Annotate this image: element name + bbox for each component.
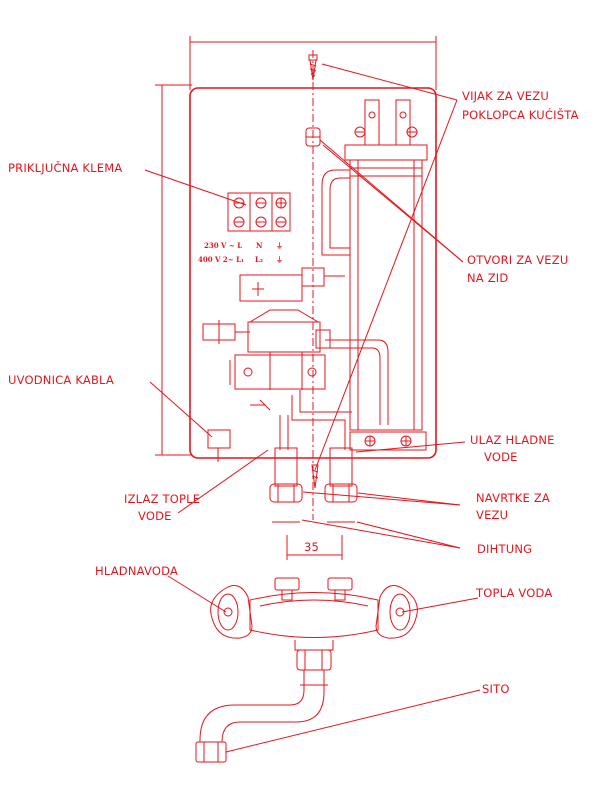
heating-element [344, 99, 428, 431]
label-izlaz-1: IZLAZ TOPLE [124, 492, 200, 506]
label-topla-voda: TOPLA VODA [475, 586, 552, 600]
pressure-valve [202, 309, 331, 411]
label-otvori-2: NA ZID [467, 271, 508, 285]
internal-pipes [279, 169, 389, 450]
label-prikljucna-klema: PRIKLJUČNA KLEMA [8, 160, 122, 175]
terminal-row2-ground: ⏚ [276, 255, 283, 264]
terminal-row1-voltage: 230 V ~ L [204, 241, 242, 250]
terminal-row1-ground: ⏚ [276, 241, 283, 250]
label-navrtke-1: NAVRTKE ZA [476, 491, 550, 505]
terminal-row1-n: N [256, 241, 263, 250]
terminal-row2-l2: L₂ [255, 255, 263, 264]
connection-nipples [269, 447, 358, 523]
heater-housing [189, 50, 437, 520]
terminal-block [227, 192, 291, 232]
label-sito: SITO [482, 682, 510, 696]
label-vijak-2: POKLOPCA KUĆIŠTA [462, 107, 579, 122]
top-screw-icon [308, 54, 318, 81]
label-ulaz-2: VODE [484, 450, 518, 464]
wall-mount-hole-icon [305, 127, 321, 147]
leader-lines [144, 63, 481, 753]
label-ulaz-1: ULAZ HLADNE [470, 433, 555, 447]
bottom-screw-icon [311, 464, 319, 489]
mixing-faucet [195, 577, 418, 763]
thermostat [239, 267, 345, 302]
label-navrtke-2: VEZU [476, 508, 508, 522]
dimension-lines [155, 36, 437, 560]
label-vijak-1: VIJAK ZA VEZU [462, 89, 549, 103]
bottom-bracket [349, 431, 427, 451]
label-otvori-1: OTVORI ZA VEZU [467, 253, 568, 267]
label-uvodnica-kabla: UVODNICA KABLA [8, 373, 114, 387]
dimension-35: 35 [304, 540, 319, 554]
label-dihtung: DIHTUNG [477, 542, 532, 556]
label-izlaz-2: VODE [138, 509, 172, 523]
cable-gland [207, 429, 231, 462]
terminal-row2-voltage: 400 V 2~ L₁ [198, 255, 244, 264]
label-hladna-voda: HLADNAVODA [95, 564, 178, 578]
